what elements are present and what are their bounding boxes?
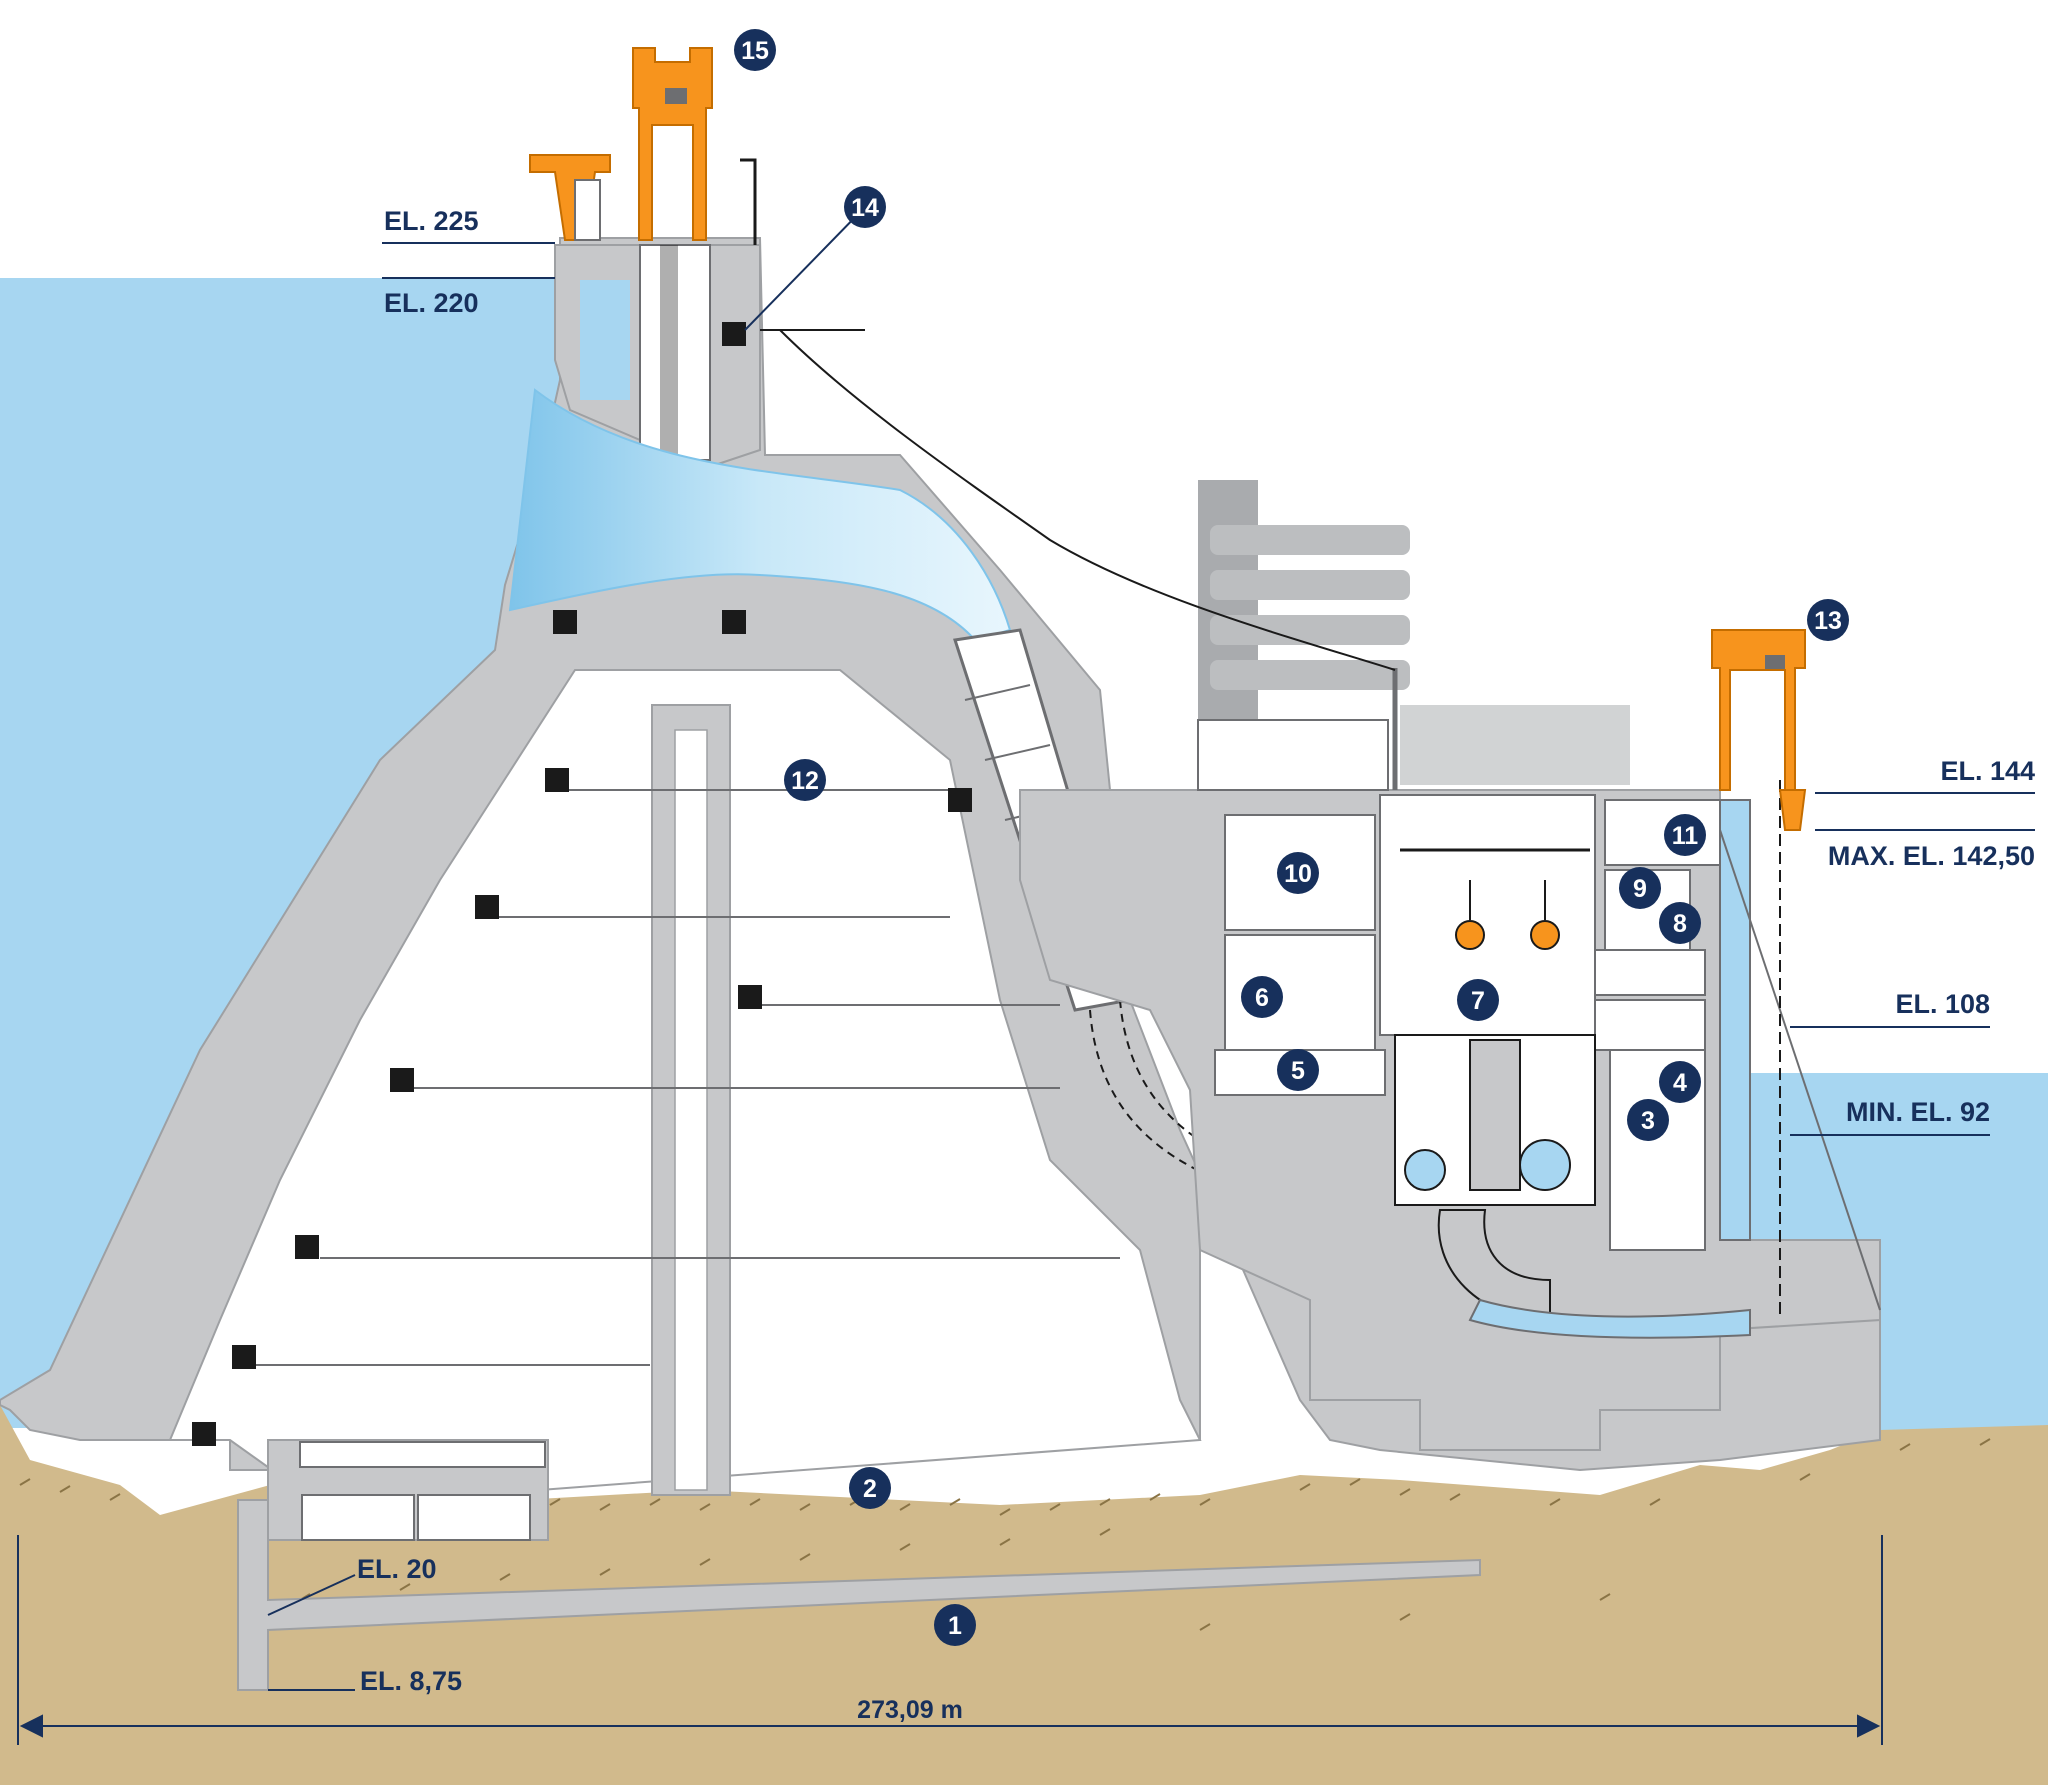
elevation-label-20: EL. 20	[357, 1554, 437, 1584]
badge-3: 3	[1627, 1099, 1669, 1141]
elevation-label-875: EL. 8,75	[360, 1666, 462, 1696]
elevation-lines	[267, 242, 2035, 1691]
gallery-lines	[250, 789, 1120, 1366]
badge-6: 6	[1241, 976, 1283, 1018]
soil-texture	[19, 1438, 1991, 1631]
svg-text:2: 2	[863, 1475, 877, 1503]
base-gallery-top	[299, 1441, 546, 1468]
svg-text:3: 3	[1641, 1107, 1655, 1135]
svg-text:9: 9	[1633, 875, 1647, 903]
badge-11: 11	[1664, 814, 1706, 856]
numbered-badge-icon: 1 2 3 4 5 6 7 8 9 10 11 12 13 14 15	[734, 29, 1849, 1646]
callout-leader-14	[744, 206, 866, 331]
total-length-dimension	[17, 1535, 1883, 1745]
elevation-label-225: EL. 225	[384, 206, 479, 236]
crest-lamp-post	[740, 158, 757, 245]
svg-text:11: 11	[1672, 822, 1699, 850]
svg-text:6: 6	[1255, 984, 1269, 1012]
svg-text:7: 7	[1471, 987, 1485, 1015]
badge-15: 15	[734, 29, 776, 71]
elevation-label-min: MIN. EL. 92	[1846, 1097, 1990, 1127]
intake-gate-shaft	[639, 244, 711, 461]
badge-8: 8	[1659, 902, 1701, 944]
elevation-label-144: EL. 144	[1940, 756, 2035, 786]
badge-9: 9	[1619, 867, 1661, 909]
svg-text:4: 4	[1673, 1069, 1687, 1097]
base-gallery-cell-left	[301, 1494, 415, 1541]
badge-5: 5	[1277, 1049, 1319, 1091]
badge-14: 14	[844, 186, 886, 228]
room-3	[1594, 999, 1706, 1051]
total-length-label: 273,09 m	[857, 1696, 963, 1724]
transmission-cable	[779, 329, 1396, 671]
elevation-label-220: EL. 220	[384, 288, 479, 318]
base-gallery-cell-right	[417, 1494, 531, 1541]
generator-icon	[1400, 848, 1590, 950]
intake-water-slot	[580, 280, 630, 400]
svg-text:10: 10	[1284, 860, 1312, 888]
svg-text:13: 13	[1814, 607, 1842, 635]
svg-text:1: 1	[948, 1612, 962, 1640]
shaft-core	[674, 729, 708, 1491]
svg-text:12: 12	[791, 767, 819, 795]
svg-text:14: 14	[851, 194, 879, 222]
badge-10: 10	[1277, 852, 1319, 894]
badge-4: 4	[1659, 1061, 1701, 1103]
badge-2: 2	[849, 1467, 891, 1509]
crest-stoplog-rack	[529, 154, 611, 241]
elevation-label-max: MAX. EL. 142,50	[1828, 841, 2035, 871]
gantry-crane-icon	[1711, 629, 1807, 831]
svg-text:5: 5	[1291, 1057, 1305, 1085]
turbine-unit	[1394, 1034, 1751, 1339]
badge-7: 7	[1457, 979, 1499, 1021]
svg-text:8: 8	[1673, 910, 1687, 938]
intake-flow	[508, 388, 1012, 642]
badge-12: 12	[784, 759, 826, 801]
stoplog-slot	[660, 245, 678, 455]
tailrace-wall	[1719, 829, 1881, 1311]
badge-13: 13	[1807, 599, 1849, 641]
draft-tube-gate-well	[1719, 799, 1751, 1241]
square-gallery-icon	[192, 322, 972, 1446]
room-4	[1594, 949, 1706, 996]
elevation-label-108: EL. 108	[1895, 989, 1990, 1019]
crest-gantry-crane	[632, 47, 713, 241]
switchyard	[1197, 480, 1630, 791]
badge-1: 1	[934, 1604, 976, 1646]
svg-text:15: 15	[741, 37, 769, 65]
